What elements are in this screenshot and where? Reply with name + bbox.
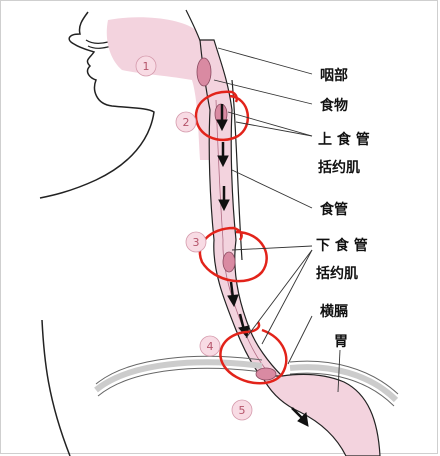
label-upper-sphincter-1: 上 食 管 <box>318 131 370 148</box>
diaphragm-band <box>94 359 399 403</box>
label-pharynx: 咽部 <box>320 67 348 84</box>
bolus-pharynx <box>196 57 212 87</box>
label-lower-sphincter-1: 下 食 管 <box>316 237 368 254</box>
arrow-down-icon <box>218 186 230 212</box>
step-markers: 1 2 3 4 5 <box>135 55 253 421</box>
arrow-down-icon <box>227 281 239 308</box>
diaphragm-outline <box>95 355 399 407</box>
label-diaphragm: 横膈 <box>320 303 348 320</box>
arrow-down-icon <box>217 142 229 168</box>
step-number: 4 <box>207 340 214 353</box>
step-number: 5 <box>239 404 246 417</box>
label-esophagus: 食管 <box>320 201 348 218</box>
sphincter-highlights <box>194 90 288 385</box>
arrow-diagonal-icon <box>291 407 309 427</box>
step-number: 3 <box>193 236 200 249</box>
face-outline <box>39 11 155 199</box>
label-lower-sphincter-2: 括约肌 <box>316 265 358 282</box>
label-food: 食物 <box>320 97 348 114</box>
diaphragm-sphincter-circle <box>219 321 288 385</box>
lower-sphincter-circle <box>198 226 268 283</box>
leader-lines <box>213 47 341 393</box>
bolus-lower <box>255 367 277 381</box>
arrow-down-icon <box>216 104 228 132</box>
step-number: 2 <box>183 116 190 129</box>
body-outline <box>41 319 71 456</box>
stomach <box>261 373 381 456</box>
step-number: 1 <box>143 60 150 73</box>
upper-sphincter-circle <box>194 90 250 142</box>
oral-cavity <box>106 17 214 161</box>
label-upper-sphincter-2: 括约肌 <box>318 159 360 176</box>
label-stomach: 胃 <box>334 334 348 350</box>
bolus-middle <box>222 251 236 273</box>
